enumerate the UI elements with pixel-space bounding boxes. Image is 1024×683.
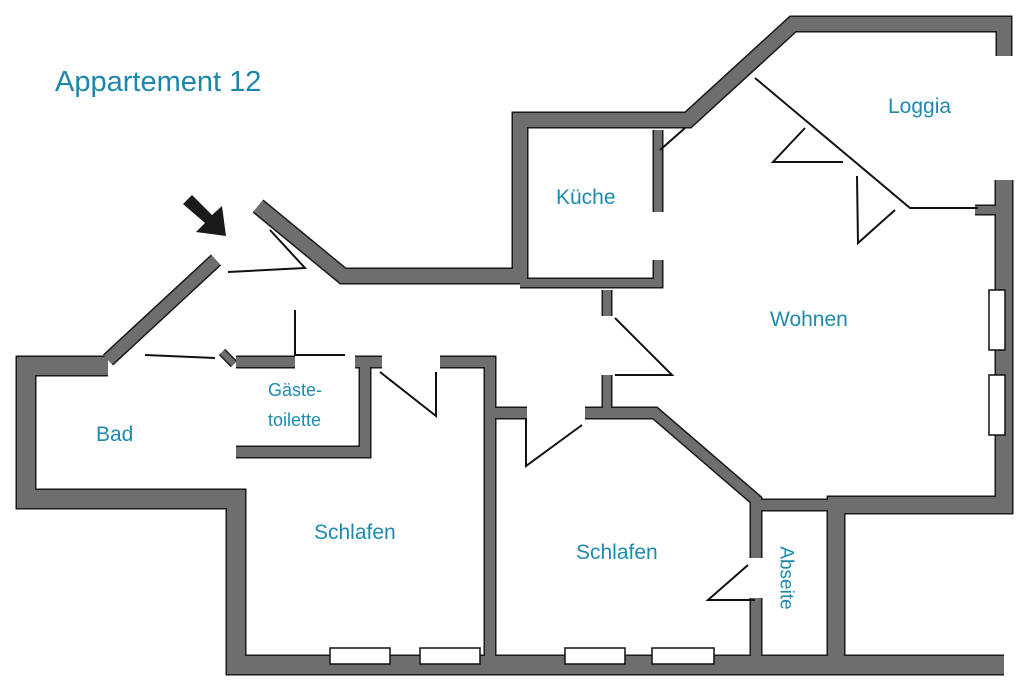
wall-outline [440,355,497,660]
room-label-abseite: Abseite [775,546,797,610]
room-label-wohnen: Wohnen [770,308,848,331]
room-label-bad: Bad [96,423,134,446]
wall [513,17,1011,282]
wall [17,357,1004,674]
walls [15,15,1014,676]
wall-outline [585,406,763,558]
windows [329,289,1006,665]
wall [520,260,662,287]
doors [144,77,978,601]
wall-outline [826,180,1014,665]
wall [236,362,370,457]
wall [103,255,221,365]
wall [585,408,761,558]
page-title: Appartement 12 [55,66,262,98]
wall-outline [236,362,372,459]
room-label-loggia: Loggia [888,95,952,118]
wall [440,357,495,660]
room-label-gaeste-2: toilette [268,410,322,430]
room-label-schlafen-1: Schlafen [314,521,396,544]
wall [253,200,522,283]
entrance-arrow-icon [183,195,226,236]
room-label-schlafen-2: Schlafen [576,541,658,564]
wall [828,180,1012,665]
wall [219,349,237,367]
room-label-kueche: Küche [556,186,616,209]
room-label-gaeste-1: Gäste- [268,380,323,400]
wall-outline [511,15,1013,282]
